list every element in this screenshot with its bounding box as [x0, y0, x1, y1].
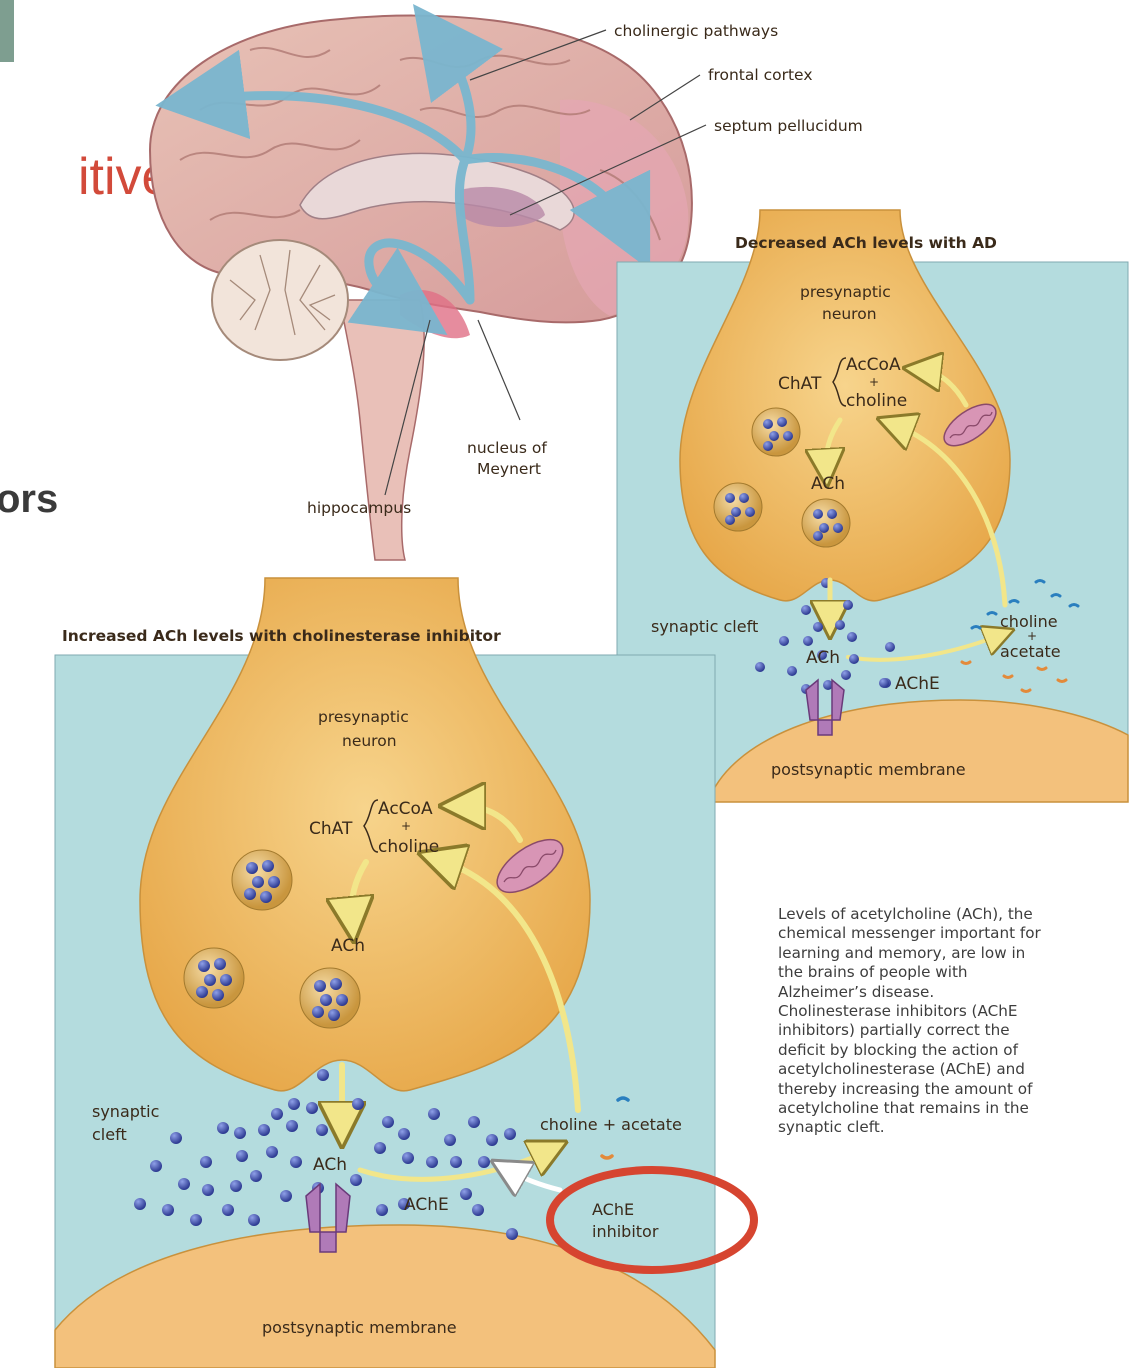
label-hippocampus: hippocampus — [307, 499, 411, 517]
label-cholinergic-pathways: cholinergic pathways — [614, 22, 778, 40]
panel-ad-postsynaptic: postsynaptic membrane — [771, 760, 966, 779]
panel-inhibitor-inhibitor-2: inhibitor — [592, 1222, 659, 1241]
panel-inhibitor-presynaptic-1: presynaptic — [318, 708, 409, 726]
panel-inhibitor-ach-cleft: ACh — [313, 1155, 347, 1175]
panel-inhibitor-postsynaptic: postsynaptic membrane — [262, 1318, 457, 1337]
panel-inhibitor-chat: ChAT — [309, 819, 353, 839]
panel-inhibitor-ache: AChE — [404, 1195, 449, 1215]
panel-inhibitor-synaptic-1: synaptic — [92, 1102, 159, 1121]
panel-ad-chat: ChAT — [778, 374, 822, 394]
panel-ad-choline: choline — [846, 391, 907, 411]
panel-inhibitor-choline-acetate: choline + acetate — [540, 1115, 682, 1134]
panel-inhibitor-acetate-fragment — [602, 1156, 612, 1158]
panel-inhibitor-choline: choline — [378, 837, 439, 857]
label-nucleus-of-meynert-2: Meynert — [477, 460, 541, 478]
panel-ad-ach-cleft: ACh — [806, 648, 840, 668]
panel-inhibitor-synaptic-2: cleft — [92, 1125, 127, 1144]
panel-inhibitor: Increased ACh levels with cholinesterase… — [55, 578, 715, 1368]
panel-inhibitor-ach-inside: ACh — [331, 936, 365, 956]
panel-ad-presynaptic-1: presynaptic — [800, 283, 891, 301]
brainstem — [340, 300, 424, 560]
panel-inhibitor-title: Increased ACh levels with cholinesterase… — [62, 627, 501, 645]
panel-ad-ache: AChE — [895, 674, 940, 694]
panel-inhibitor-choline-fragment — [618, 1098, 628, 1100]
label-nucleus-of-meynert-1: nucleus of — [467, 439, 547, 457]
panel-ad-ach-inside: ACh — [811, 474, 845, 494]
panel-ad-presynaptic-2: neuron — [822, 305, 877, 323]
panel-inhibitor-accoa: AcCoA — [378, 799, 433, 819]
label-septum-pellucidum: septum pellucidum — [714, 117, 863, 135]
panel-inhibitor-inhibitor-1: AChE — [592, 1200, 634, 1219]
panel-ad-accoa: AcCoA — [846, 355, 901, 375]
cerebellum — [212, 240, 348, 360]
panel-ad-synaptic-cleft: synaptic cleft — [651, 617, 758, 636]
panel-ad-title: Decreased ACh levels with AD — [735, 234, 997, 252]
panel-inhibitor-presynaptic-2: neuron — [342, 732, 397, 750]
panel-ad-acetate: acetate — [1000, 642, 1061, 661]
panel-inhibitor-plus: + — [401, 819, 411, 833]
slide-subtitle-fragment: ors — [0, 477, 58, 521]
panel-ad-plus-2: + — [1027, 629, 1037, 643]
label-frontal-cortex: frontal cortex — [708, 66, 813, 84]
panel-ad-plus: + — [869, 375, 879, 389]
caption-text: Levels of acetylcholine (ACh), the chemi… — [778, 905, 1108, 1138]
